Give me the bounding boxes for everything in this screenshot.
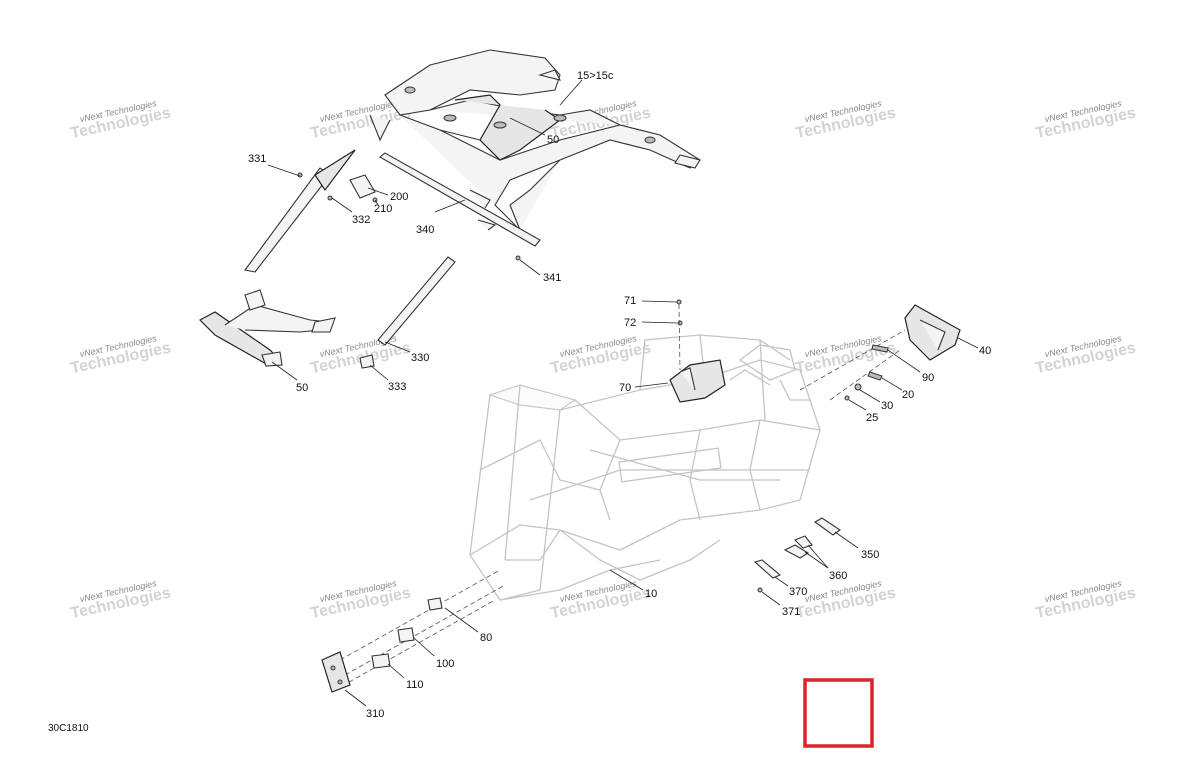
label-341: 341 xyxy=(543,272,561,284)
label-15: 15>15c xyxy=(577,70,614,82)
label-72: 72 xyxy=(624,317,636,329)
diagram-code: 30C1810 xyxy=(48,723,89,734)
main-frame-drawing xyxy=(469,334,821,601)
roof-cage-drawing xyxy=(369,49,701,231)
label-210: 210 xyxy=(374,203,392,215)
highlight-box xyxy=(803,678,874,748)
label-340: 340 xyxy=(416,224,434,236)
label-25: 25 xyxy=(866,412,878,424)
label-200: 200 xyxy=(390,191,408,203)
label-10: 10 xyxy=(645,588,657,600)
label-370: 370 xyxy=(789,586,807,598)
label-50-roof: 50 xyxy=(547,134,559,146)
label-71: 71 xyxy=(624,295,636,307)
label-310: 310 xyxy=(366,708,384,720)
label-70: 70 xyxy=(619,382,631,394)
cross-tube-340-drawing xyxy=(379,152,541,247)
label-20: 20 xyxy=(902,389,914,401)
a-pillar-drawing xyxy=(244,149,356,273)
clamp-200-210-drawing xyxy=(349,174,378,203)
label-332: 332 xyxy=(352,214,370,226)
links-350-370-drawing xyxy=(753,517,841,593)
label-30: 30 xyxy=(881,400,893,412)
tube-330-drawing xyxy=(359,256,456,369)
label-100: 100 xyxy=(436,658,454,670)
label-360: 360 xyxy=(829,570,847,582)
label-90: 90 xyxy=(922,372,934,384)
label-80: 80 xyxy=(480,632,492,644)
label-330: 330 xyxy=(411,352,429,364)
label-40: 40 xyxy=(979,345,991,357)
label-50-rear: 50 xyxy=(296,382,308,394)
label-350: 350 xyxy=(861,549,879,561)
label-333: 333 xyxy=(388,381,406,393)
rear-bar-50-drawing xyxy=(199,289,336,367)
label-371: 371 xyxy=(782,606,800,618)
bracket-40-drawing xyxy=(799,304,961,401)
label-110: 110 xyxy=(406,679,424,691)
front-plate-310-drawing xyxy=(321,569,506,693)
bracket-70-drawing xyxy=(669,299,726,403)
label-331: 331 xyxy=(248,153,266,165)
